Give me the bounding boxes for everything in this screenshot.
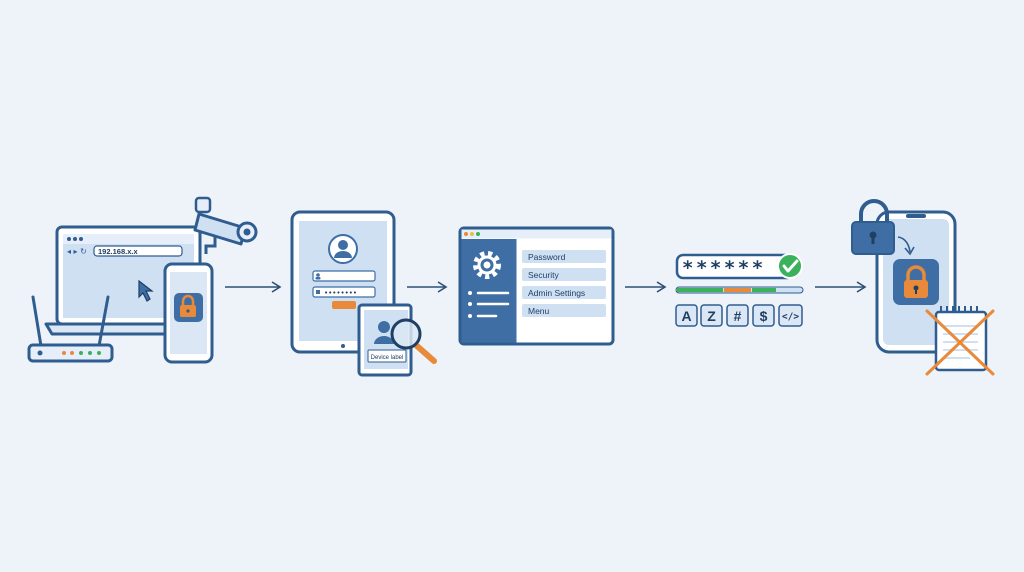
step-1-devices: ◂ ▸ ↻ 192.168.x.x <box>27 196 258 364</box>
svg-text:#: # <box>734 308 742 324</box>
sidebar-lines <box>468 291 510 318</box>
password-mask-dots: •••••••• <box>324 289 357 297</box>
step-4-strong-password: ****** A Z # $ </> <box>675 253 804 327</box>
device-label-text: Device label <box>371 355 404 361</box>
strength-meter <box>675 286 804 294</box>
flow-arrow-2 <box>407 281 448 293</box>
menu-item-password: Password <box>528 252 566 262</box>
step-2-tablet-login: •••••••• Device label <box>290 210 437 377</box>
mouse-cursor-icon <box>138 279 154 302</box>
char-key-Z: Z <box>700 304 723 327</box>
menu-item-password-bg <box>522 250 606 263</box>
transfer-arrow-icon <box>897 236 911 253</box>
char-key-dollar: $ <box>752 304 775 327</box>
settings-gear-icon <box>473 251 501 279</box>
svg-text:$: $ <box>760 308 768 324</box>
browser-address-bar: ◂ ▸ ↻ 192.168.x.x <box>67 245 183 257</box>
menu-item-admin-settings: Admin Settings <box>528 288 585 298</box>
svg-text:A: A <box>681 308 691 324</box>
password-field: •••••••• <box>312 286 376 298</box>
flow-arrow-4 <box>815 281 867 293</box>
flow-arrow-3 <box>625 281 667 293</box>
browser-url: 192.168.x.x <box>98 247 138 256</box>
crossed-notepad-icon <box>925 306 995 376</box>
security-camera-icon <box>193 196 258 254</box>
step-5-secured-device <box>851 199 995 376</box>
svg-text:</>: </> <box>782 312 799 323</box>
svg-text:Z: Z <box>707 308 716 324</box>
username-field <box>312 270 376 282</box>
magnifier-icon <box>390 318 437 364</box>
menu-item-admin-bg <box>522 286 606 299</box>
user-avatar-icon <box>328 234 358 264</box>
smartphone-icon <box>163 262 214 364</box>
menu-item-menu: Menu <box>528 306 550 316</box>
menu-item-security-bg <box>522 268 606 281</box>
login-button <box>332 301 356 309</box>
step-3-settings-window: Password Security Admin Settings Menu <box>458 226 615 346</box>
new-password-mask: ****** <box>682 257 766 279</box>
padlock-icon <box>851 199 895 255</box>
menu-item-menu-bg <box>522 304 606 317</box>
secure-lock-icon <box>893 259 939 305</box>
char-key-code: </> <box>778 304 803 327</box>
svg-text:◂ ▸ ↻: ◂ ▸ ↻ <box>67 247 87 256</box>
checkmark-icon <box>777 253 803 279</box>
menu-item-security: Security <box>528 270 559 280</box>
char-key-hash: # <box>726 304 749 327</box>
router-icon <box>27 295 114 363</box>
char-key-A: A <box>675 304 698 327</box>
flow-arrow-1 <box>225 281 282 293</box>
